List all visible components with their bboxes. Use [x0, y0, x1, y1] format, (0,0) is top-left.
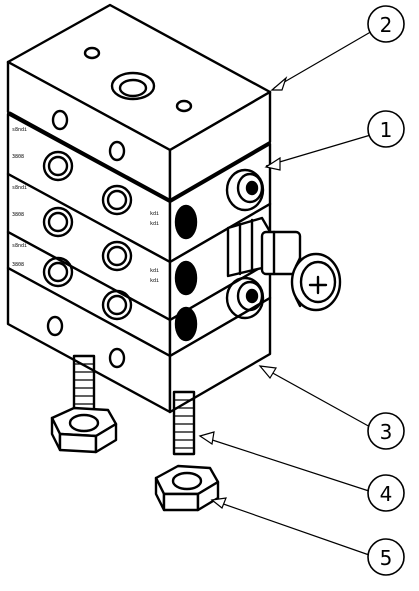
svg-text:3808: 3808 [12, 212, 24, 218]
svg-text:3808: 3808 [12, 154, 24, 160]
svg-text:kdi: kdi [150, 268, 159, 274]
svg-text:kdi: kdi [150, 221, 159, 227]
svg-text:kdi: kdi [150, 278, 159, 284]
svg-text:4: 4 [380, 482, 393, 506]
leader-5 [212, 498, 372, 556]
callout-2: 2 [368, 6, 404, 42]
threaded-stud-left [74, 356, 94, 412]
svg-text:kdi: kdi [150, 211, 159, 217]
svg-text:3: 3 [380, 420, 393, 444]
callout-3: 3 [368, 413, 404, 449]
hex-nut-left [52, 408, 116, 452]
leader-2 [272, 30, 374, 90]
leader-1 [266, 134, 374, 170]
leader-3 [260, 366, 372, 428]
callout-5: 5 [368, 539, 404, 575]
svg-text:3808: 3808 [12, 262, 24, 268]
svg-text:5: 5 [380, 546, 393, 570]
leader-4 [200, 432, 372, 492]
svg-text:1: 1 [380, 118, 393, 142]
hex-nut-right [156, 466, 218, 510]
callout-4: 4 [368, 475, 404, 511]
svg-text:s8ndi: s8ndi [12, 243, 27, 249]
svg-text:s8ndi: s8ndi [12, 127, 27, 133]
svg-text:2: 2 [380, 13, 393, 37]
svg-text:s8ndi: s8ndi [12, 185, 27, 191]
callout-1: 1 [368, 111, 404, 147]
